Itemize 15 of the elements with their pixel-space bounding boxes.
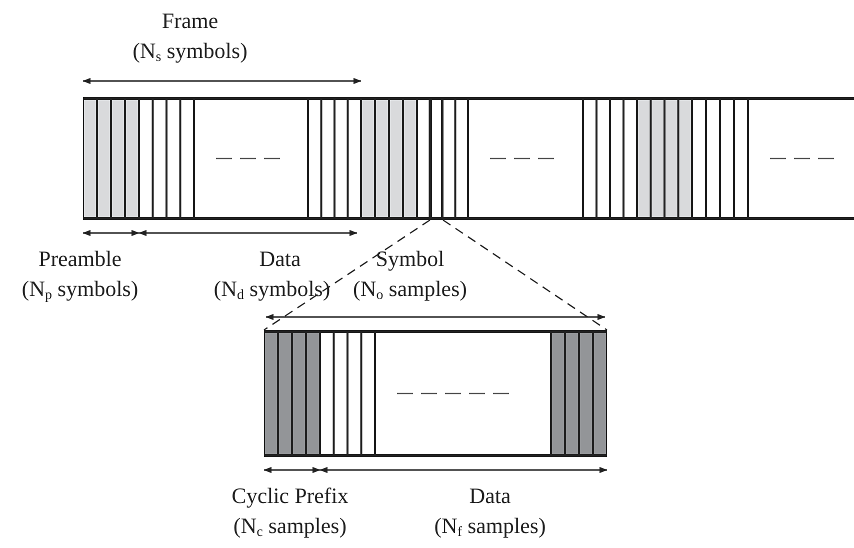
- symbol-slot: [430, 97, 443, 220]
- dimension-label: (N$_{d}$ symbols): [214, 276, 330, 302]
- dimension-label: (N$_{c}$ samples): [233, 513, 347, 539]
- dimension-label: (N$_{s}$ symbols): [132, 38, 248, 64]
- dimension-label: Preamble: [38, 246, 122, 272]
- dimension-label: Symbol: [376, 246, 444, 272]
- zoom-line: [264, 219, 430, 331]
- dimension-label: Data: [259, 246, 301, 272]
- zoom-line: [442, 219, 608, 331]
- dimension-label: Cyclic Prefix: [232, 483, 348, 509]
- dimension-label: Frame: [162, 8, 218, 34]
- dimension-label: (N$_{p}$ symbols): [22, 276, 138, 302]
- dimension-label: (N$_{f}$ samples): [434, 513, 546, 539]
- dimension-label: (N$_{o}$ samples): [353, 276, 467, 302]
- dimension-label: Data: [469, 483, 511, 509]
